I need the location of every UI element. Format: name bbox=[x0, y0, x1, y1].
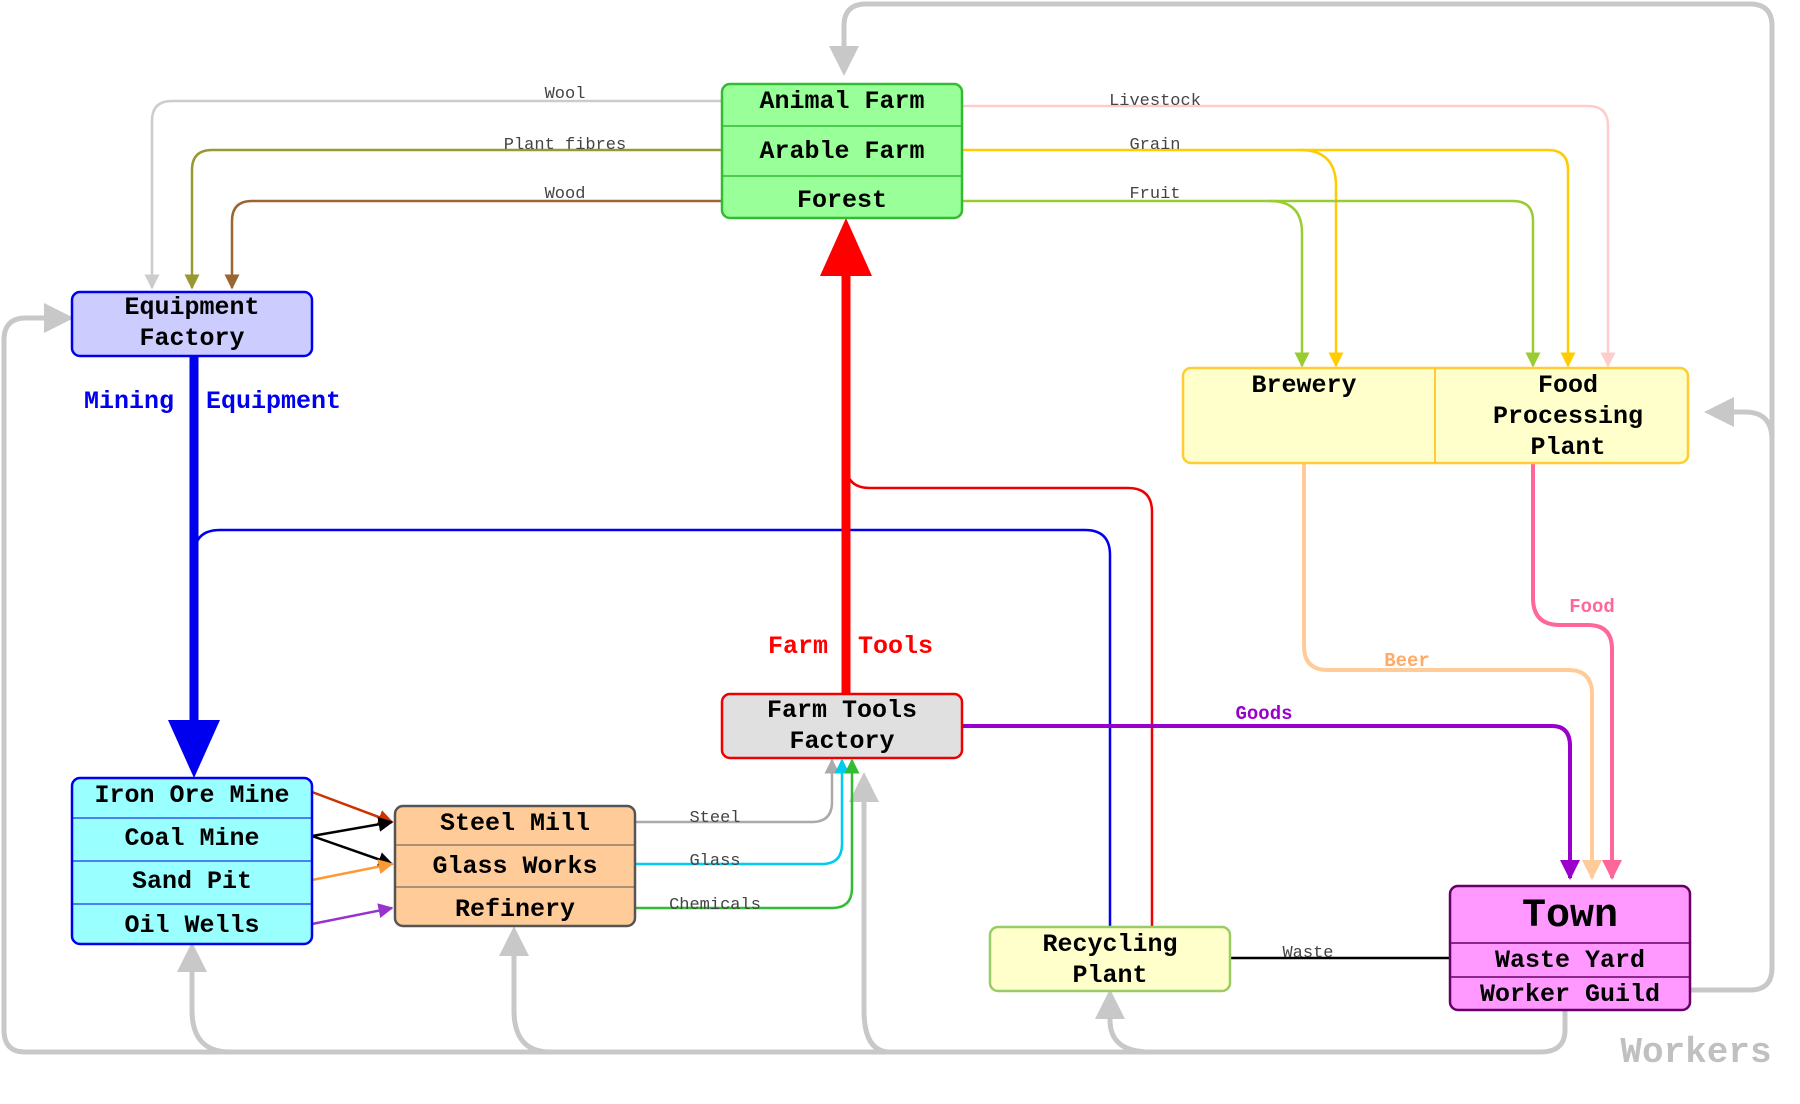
glass-works-label: Glass Works bbox=[432, 852, 597, 881]
recycling-plant-node: Recycling Plant bbox=[988, 925, 1232, 993]
equipment-factory-box bbox=[70, 290, 314, 358]
food-processing-label-2: Processing bbox=[1493, 402, 1643, 431]
tools-label: Tools bbox=[858, 632, 933, 661]
mines-node: Iron Ore Mine Coal Mine Sand Pit Oil Wel… bbox=[70, 776, 314, 946]
worker-guild-label: Worker Guild bbox=[1480, 980, 1660, 1009]
iron-ore-arrow bbox=[311, 790, 394, 825]
forest-label: Forest bbox=[797, 186, 887, 215]
waste-yard-label: Waste Yard bbox=[1495, 946, 1645, 975]
food-label: Food bbox=[1569, 596, 1615, 618]
sand-arrow bbox=[311, 859, 394, 882]
town-box bbox=[1448, 884, 1692, 1012]
plant-fibres-line bbox=[184, 148, 722, 290]
arable-farm-label: Arable Farm bbox=[759, 137, 924, 166]
workers-to-food bbox=[1704, 397, 1775, 441]
edge-labels: Wool Plant fibres Wood Livestock Grain F… bbox=[504, 85, 1334, 963]
wool-label: Wool bbox=[545, 85, 586, 104]
farm-tools-flows bbox=[820, 218, 1154, 927]
waste-label: Waste bbox=[1282, 944, 1333, 963]
livestock-label: Livestock bbox=[1109, 92, 1201, 111]
grain-label: Grain bbox=[1129, 136, 1180, 155]
beer-line bbox=[1302, 463, 1602, 880]
steel-label: Steel bbox=[689, 809, 740, 828]
brewery-label: Brewery bbox=[1251, 371, 1356, 400]
workers-to-processing bbox=[499, 926, 551, 1055]
equipment-label: Equipment bbox=[206, 387, 341, 416]
farm-output-flows bbox=[144, 99, 1616, 368]
processing-output-flows bbox=[635, 758, 860, 910]
glass-line bbox=[635, 758, 850, 866]
oil-arrow bbox=[311, 903, 394, 926]
chemicals-label: Chemicals bbox=[669, 896, 761, 915]
equipment-factory-node: Equipment Factory bbox=[70, 290, 314, 358]
workers-to-farm-tools bbox=[849, 772, 891, 1055]
coal-arrow-glass bbox=[311, 834, 394, 867]
workers-line-main bbox=[1, 303, 1568, 1055]
farms-box bbox=[720, 82, 964, 220]
farms-node: Animal Farm Arable Farm Forest bbox=[720, 82, 964, 220]
farm-tools-arrowhead bbox=[820, 218, 872, 276]
recycling-plant-label-2: Plant bbox=[1072, 961, 1147, 990]
oil-wells-label: Oil Wells bbox=[124, 911, 259, 940]
coal-arrow-steel bbox=[311, 816, 394, 838]
workers-to-recycling bbox=[1095, 989, 1151, 1055]
steel-line bbox=[635, 758, 840, 824]
steel-mill-label: Steel Mill bbox=[440, 809, 590, 838]
beer-label: Beer bbox=[1384, 650, 1430, 672]
brewery-food-node: Brewery Food Processing Plant bbox=[1181, 366, 1690, 465]
iron-ore-mine-label: Iron Ore Mine bbox=[94, 781, 289, 810]
town-input-flows bbox=[962, 463, 1622, 880]
town-node: Town Waste Yard Worker Guild bbox=[1448, 884, 1692, 1012]
glass-label: Glass bbox=[689, 852, 740, 871]
workers-to-mines bbox=[177, 942, 231, 1055]
grain-line-food bbox=[962, 148, 1576, 368]
sand-pit-label: Sand Pit bbox=[132, 867, 252, 896]
mining-equipment-flows bbox=[168, 357, 1112, 927]
farm-label: Farm bbox=[768, 632, 828, 661]
food-processing-label-3: Plant bbox=[1530, 433, 1605, 462]
mining-equipment-arrowhead bbox=[168, 720, 220, 778]
farm-tools-factory-label-1: Farm Tools bbox=[767, 696, 917, 725]
grain-line-brewery bbox=[1299, 148, 1344, 368]
farm-tools-factory-label-2: Factory bbox=[789, 727, 894, 756]
plant-fibres-label: Plant fibres bbox=[504, 136, 626, 155]
recycling-plant-label-1: Recycling bbox=[1042, 930, 1177, 959]
fruit-label: Fruit bbox=[1129, 185, 1180, 204]
refinery-label: Refinery bbox=[455, 895, 575, 924]
wood-label: Wood bbox=[545, 185, 586, 204]
fruit-line-food bbox=[962, 199, 1541, 368]
food-line bbox=[1531, 463, 1622, 880]
fruit-line-brewery bbox=[1269, 199, 1310, 368]
workers-label: Workers bbox=[1620, 1032, 1771, 1073]
wool-line bbox=[144, 99, 722, 290]
coal-mine-label: Coal Mine bbox=[124, 824, 259, 853]
recycling-to-mines-line bbox=[192, 528, 1112, 927]
workers-to-farms bbox=[829, 1, 1775, 993]
town-label: Town bbox=[1522, 894, 1618, 939]
mining-label: Mining bbox=[84, 387, 174, 416]
chemicals-line bbox=[635, 758, 860, 910]
equipment-factory-label-2: Factory bbox=[139, 324, 244, 353]
livestock-line bbox=[962, 104, 1616, 368]
mine-output-flows bbox=[311, 790, 394, 926]
farm-tools-factory-node: Farm Tools Factory bbox=[720, 692, 964, 760]
food-processing-label-1: Food bbox=[1538, 371, 1598, 400]
recycling-plant-box bbox=[988, 925, 1232, 993]
workers-flows bbox=[1, 1, 1775, 1055]
processing-box bbox=[393, 804, 637, 928]
processing-node: Steel Mill Glass Works Refinery bbox=[393, 804, 637, 928]
equipment-factory-label-1: Equipment bbox=[124, 293, 259, 322]
goods-label: Goods bbox=[1235, 703, 1292, 725]
animal-farm-label: Animal Farm bbox=[759, 87, 924, 116]
wood-line bbox=[224, 199, 722, 290]
flow-labels: Mining Equipment Farm Tools Goods Beer F… bbox=[84, 387, 1772, 1073]
goods-line bbox=[962, 724, 1580, 880]
farm-tools-factory-box bbox=[720, 692, 964, 760]
